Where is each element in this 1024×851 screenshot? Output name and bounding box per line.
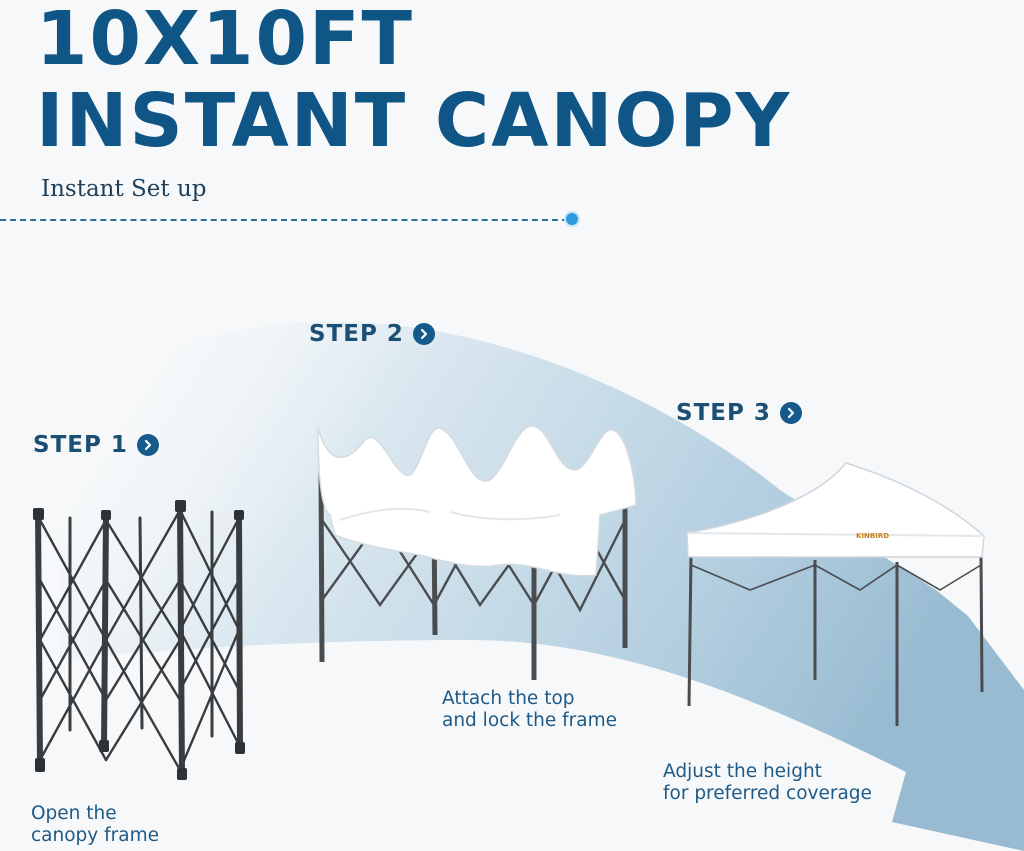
folded-frame-image xyxy=(33,500,245,780)
step-1-caption-line-2: canopy frame xyxy=(31,825,159,846)
dashed-divider xyxy=(0,219,568,221)
step-3-caption-line-2: for preferred coverage xyxy=(663,783,872,804)
divider-dot xyxy=(566,213,578,225)
step-3-label: STEP 3 xyxy=(676,400,802,426)
step-2-caption: Attach the top and lock the frame xyxy=(442,688,617,732)
step-1-label: STEP 1 xyxy=(33,432,159,458)
step-1-text: STEP 1 xyxy=(33,432,128,458)
step-3-caption: Adjust the height for preferred coverage xyxy=(663,761,872,805)
headline-line-1: 10X10FT xyxy=(36,0,415,82)
frame-with-top-image xyxy=(317,425,637,680)
chevron-right-circle-icon xyxy=(136,434,159,456)
extended-canopy-image: KINBIRD xyxy=(686,462,985,726)
chevron-right-circle-icon xyxy=(779,402,802,424)
step-3-text: STEP 3 xyxy=(676,400,771,426)
step-2-label: STEP 2 xyxy=(309,321,435,347)
step-2-caption-line-2: and lock the frame xyxy=(442,710,618,731)
step-2-text: STEP 2 xyxy=(309,321,404,347)
headline-line-2: INSTANT CANOPY xyxy=(36,78,792,164)
step-1-caption: Open the canopy frame xyxy=(31,803,159,847)
step-3-caption-line-1: Adjust the height xyxy=(663,761,822,782)
subtitle: Instant Set up xyxy=(41,176,207,202)
step-2-caption-line-1: Attach the top xyxy=(442,688,575,709)
step-1-caption-line-1: Open the xyxy=(31,803,117,824)
chevron-right-circle-icon xyxy=(412,323,435,345)
brand-label: KINBIRD xyxy=(856,532,889,540)
